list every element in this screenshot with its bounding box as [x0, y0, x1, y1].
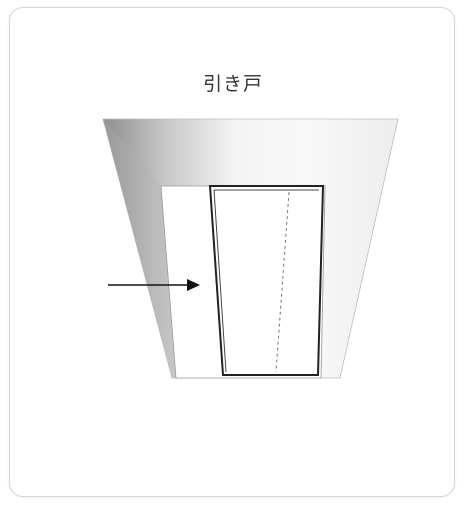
left-reveal: [103, 119, 176, 378]
arrow-right-icon: [108, 279, 200, 291]
diagram-title: 引き戸: [202, 73, 263, 95]
door-track-dashed: [275, 191, 290, 373]
sliding-door-panel: [208, 185, 325, 376]
